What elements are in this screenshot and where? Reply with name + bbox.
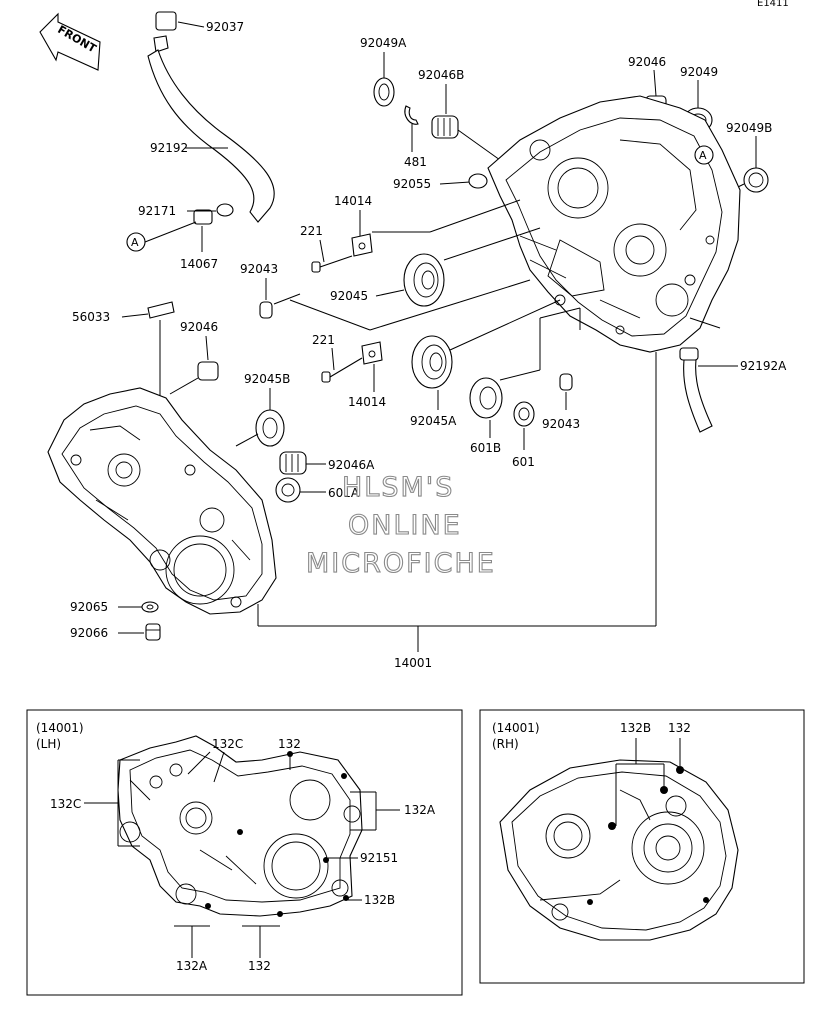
label-92151: 92151 — [360, 851, 398, 865]
label-92192A: 92192A — [740, 359, 787, 373]
label-92045A: 92045A — [410, 414, 457, 428]
label-92045B: 92045B — [244, 372, 290, 386]
hose-92192 — [147, 11, 275, 223]
crankcase-rh — [487, 95, 741, 353]
label-221-top: 221 — [300, 224, 323, 238]
inset-rh: (14001) (RH) 132B 132 — [479, 709, 805, 984]
label-plate-56033 — [147, 301, 175, 319]
label-132B-lh: 132B — [364, 893, 395, 907]
label-92055: 92055 — [393, 177, 431, 191]
label-601A: 601A — [328, 486, 360, 500]
label-132-top: 132 — [278, 737, 301, 751]
label-92192: 92192 — [150, 141, 188, 155]
label-92066: 92066 — [70, 626, 108, 640]
seal-92049A — [373, 77, 395, 107]
plug-92066 — [145, 623, 161, 641]
label-92043-right: 92043 — [542, 417, 580, 431]
label-92049A: 92049A — [360, 36, 407, 50]
front-arrow-icon: FRONT — [39, 12, 101, 71]
bearing-92045B — [255, 409, 285, 447]
crankcase-lh — [47, 387, 277, 615]
label-92049: 92049 — [680, 65, 718, 79]
watermark: HLSM'S ONLINE MICROFICHE — [305, 471, 496, 579]
label-132C-top: 132C — [212, 737, 243, 751]
bearing-92045A — [411, 335, 453, 389]
inset-lh-title: (14001) — [36, 721, 84, 735]
label-481: 481 — [404, 155, 427, 169]
label-92046-top: 92046 — [628, 55, 666, 69]
bearing-92046A — [279, 451, 307, 475]
label-92046A: 92046A — [328, 458, 375, 472]
bearing-92046B — [431, 115, 459, 139]
pin-92043-left — [259, 301, 273, 319]
plate-14014-top — [351, 233, 373, 257]
seal-92049B — [743, 167, 769, 193]
label-92046B: 92046B — [418, 68, 464, 82]
bearing-92045 — [403, 253, 445, 307]
label-92049B: 92049B — [726, 121, 772, 135]
inset-rh-side: (RH) — [492, 737, 519, 751]
screw-221-top — [311, 255, 353, 273]
pin-92043-right — [559, 373, 573, 391]
label-601B: 601B — [470, 441, 501, 455]
snap-ring-481 — [404, 105, 419, 125]
label-92037: 92037 — [206, 20, 244, 34]
svg-text:A: A — [699, 149, 707, 162]
label-132C-left: 132C — [50, 797, 81, 811]
hose-92192A — [679, 347, 713, 433]
svg-text:HLSM'S: HLSM'S — [342, 472, 454, 503]
label-92043-left: 92043 — [240, 262, 278, 276]
label-601: 601 — [512, 455, 535, 469]
label-132B-rh: 132B — [620, 721, 651, 735]
screw-221-mid — [321, 357, 363, 383]
inset-lh-side: (LH) — [36, 737, 61, 751]
oring-92055 — [468, 173, 488, 189]
inset-lh: (14001) (LH) 132C 132 132C 132A — [26, 709, 463, 996]
svg-text:ONLINE: ONLINE — [348, 510, 462, 541]
label-14001: 14001 — [394, 656, 432, 670]
label-132-bottom: 132 — [248, 959, 271, 973]
bearing-601A — [275, 477, 301, 503]
washer-92065 — [141, 601, 159, 613]
callout-a-right: A — [694, 145, 714, 165]
label-132A-bottom: 132A — [176, 959, 208, 973]
label-92045: 92045 — [330, 289, 368, 303]
label-14067: 14067 — [180, 257, 218, 271]
bearing-601B — [469, 377, 503, 419]
bearing-601 — [513, 401, 535, 427]
label-14014-mid: 14014 — [348, 395, 386, 409]
label-132-rh: 132 — [668, 721, 691, 735]
diagram-code: E1411 — [757, 0, 789, 9]
bearing-92046-left — [197, 361, 219, 381]
callout-a-left: A — [126, 232, 146, 252]
plate-14014-mid — [361, 341, 383, 365]
label-56033: 56033 — [72, 310, 110, 324]
inset-rh-title: (14001) — [492, 721, 540, 735]
label-92065: 92065 — [70, 600, 108, 614]
label-132A-right: 132A — [404, 803, 436, 817]
label-92171: 92171 — [138, 204, 176, 218]
svg-text:A: A — [131, 236, 139, 249]
svg-text:MICROFICHE: MICROFICHE — [306, 548, 496, 579]
label-221-mid: 221 — [312, 333, 335, 347]
label-14014-top: 14014 — [334, 194, 372, 208]
clamp-92171 — [193, 203, 234, 225]
label-92046-left: 92046 — [180, 320, 218, 334]
